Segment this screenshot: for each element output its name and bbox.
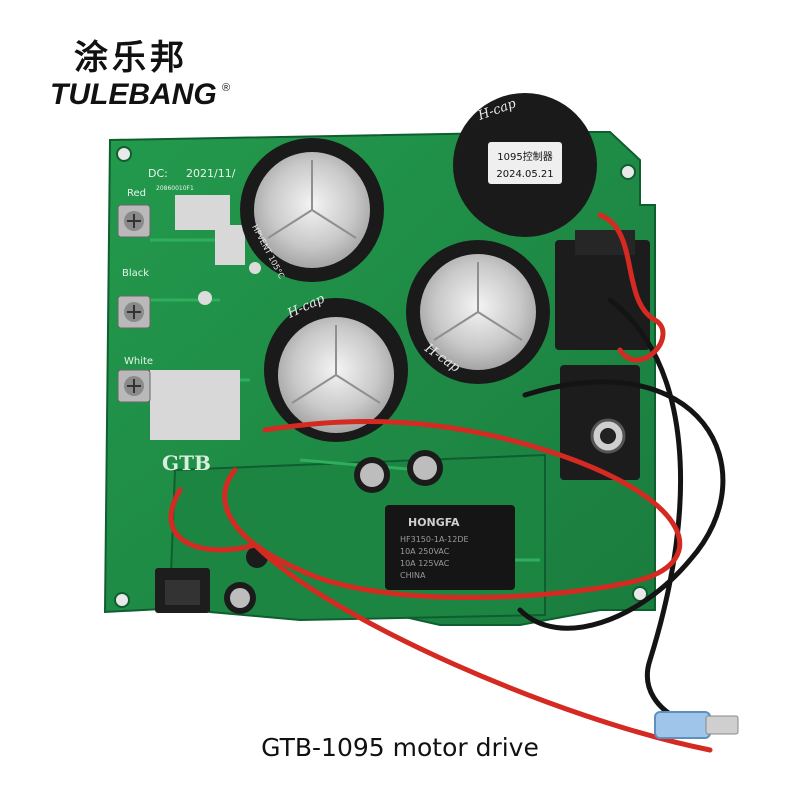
capacitor-center-right: H-cap <box>406 240 550 384</box>
small-capacitors <box>224 450 443 614</box>
screw-terminal-black <box>117 295 151 329</box>
date-code: 2021/11/ <box>186 167 236 180</box>
brand-registered-mark: ® <box>222 82 231 94</box>
relay-line-2: 10A 250VAC <box>400 547 450 556</box>
hongfa-relay: HONGFA HF3150-1A-12DE 10A 250VAC 10A 125… <box>385 505 515 590</box>
relay-line-4: CHINA <box>400 571 426 580</box>
brand-chinese: 涂乐邦 <box>74 38 188 78</box>
black-relay-bottom <box>560 365 640 480</box>
spade-connector <box>654 711 739 739</box>
terminal-label-red: Red <box>127 188 146 199</box>
screw-terminal-white <box>117 369 151 403</box>
caption: GTB-1095 motor drive <box>261 733 539 762</box>
red-wire-long <box>168 418 713 753</box>
board-code: 20860010F1 <box>156 185 194 192</box>
relay-line-1: HF3150-1A-12DE <box>400 535 469 544</box>
capacitor-top-right-black: 1095控制器 2024.05.21 H-cap <box>453 93 597 237</box>
relay-line-3: 10A 125VAC <box>400 559 450 568</box>
terminal-label-white: White <box>124 356 153 367</box>
terminal-label-black: Black <box>122 268 149 279</box>
capacitor-sticker-line2: 2024.05.21 <box>496 169 553 180</box>
red-wire-right <box>597 212 666 363</box>
rj-connector <box>155 568 210 613</box>
capacitor-top-left: HPVENT 105°C <box>240 138 384 282</box>
relay-brand: HONGFA <box>408 516 460 529</box>
screw-terminal-red <box>117 204 151 238</box>
capacitor-bottom-left: H-cap <box>264 291 408 442</box>
silkscreen-gtb: GTB <box>162 451 211 475</box>
capacitor-sticker-line1: 1095控制器 <box>497 150 552 163</box>
dc-label: DC: <box>148 167 168 180</box>
brand-english: TULEBANG <box>50 78 217 111</box>
